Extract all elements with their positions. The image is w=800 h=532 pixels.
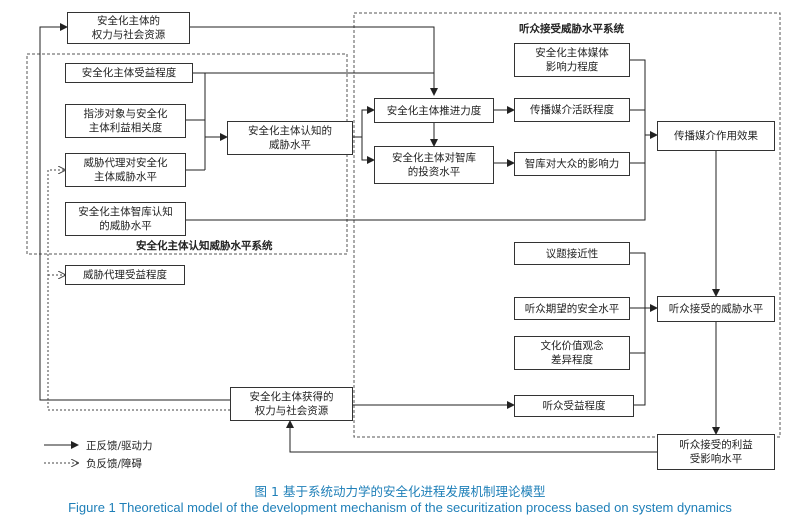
arrow-benefit-to-push: [193, 72, 438, 96]
legend-negative-label: 负反馈/障碍: [86, 458, 143, 470]
caption-chinese: 图 1 基于系统动力学的安全化进程发展机制理论模型: [254, 484, 546, 499]
node-audience-interest: 听众接受的利益 受影响水平: [657, 434, 775, 470]
node-referent-relevance: 指涉对象与安全化 主体利益相关度: [65, 104, 186, 138]
node-audience-benefit: 听众受益程度: [514, 395, 634, 417]
arrow-tt-cognition-to-effect: [186, 163, 646, 221]
node-audience-threat: 听众接受的威胁水平: [657, 296, 775, 322]
arrow-benefit-to-cognition: [193, 72, 206, 137]
arrow-interest-to-power: [286, 420, 657, 453]
node-media-influence: 安全化主体媒体 影响力程度: [514, 43, 630, 77]
audience-system-boundary: [353, 12, 781, 438]
arrow-cognition-to-investment: [353, 136, 375, 164]
node-cultural-difference: 文化价值观念 差异程度: [514, 336, 630, 370]
caption-english: Figure 1 Theoretical model of the develo…: [68, 500, 732, 515]
node-media-effect: 传播媒介作用效果: [657, 121, 775, 151]
node-actor-investment: 安全化主体对智库 的投资水平: [374, 146, 494, 184]
node-expected-security: 听众期望的安全水平: [514, 297, 630, 320]
audience-system-label: 听众接受威胁水平系统: [517, 21, 626, 36]
node-think-tank-influence: 智库对大众的影响力: [514, 152, 630, 176]
arrow-cognition-to-push: [353, 106, 375, 138]
node-actor-cognition: 安全化主体认知的 威胁水平: [227, 121, 353, 155]
node-issue-proximity: 议题接近性: [514, 242, 630, 265]
legend-positive-label: 正反馈/驱动力: [86, 440, 153, 452]
arrow-negative-to-agent-threat: [47, 170, 230, 411]
node-actor-power-bottom: 安全化主体获得的 权力与社会资源: [230, 387, 353, 421]
node-media-activity: 传播媒介活跃程度: [514, 98, 630, 122]
actor-system-label: 安全化主体认知威胁水平系统: [134, 238, 275, 253]
arrow-power-feedback-loop: [39, 23, 230, 401]
node-agent-benefit: 威胁代理受益程度: [65, 265, 185, 285]
node-actor-push: 安全化主体推进力度: [374, 98, 494, 123]
node-agent-threat: 威胁代理对安全化 主体威胁水平: [65, 153, 186, 187]
node-actor-power-top: 安全化主体的 权力与社会资源: [67, 12, 190, 44]
node-think-tank-cognition: 安全化主体智库认知 的威胁水平: [65, 202, 186, 236]
node-actor-benefit: 安全化主体受益程度: [65, 63, 193, 83]
arrow-power-to-push: [190, 26, 435, 73]
